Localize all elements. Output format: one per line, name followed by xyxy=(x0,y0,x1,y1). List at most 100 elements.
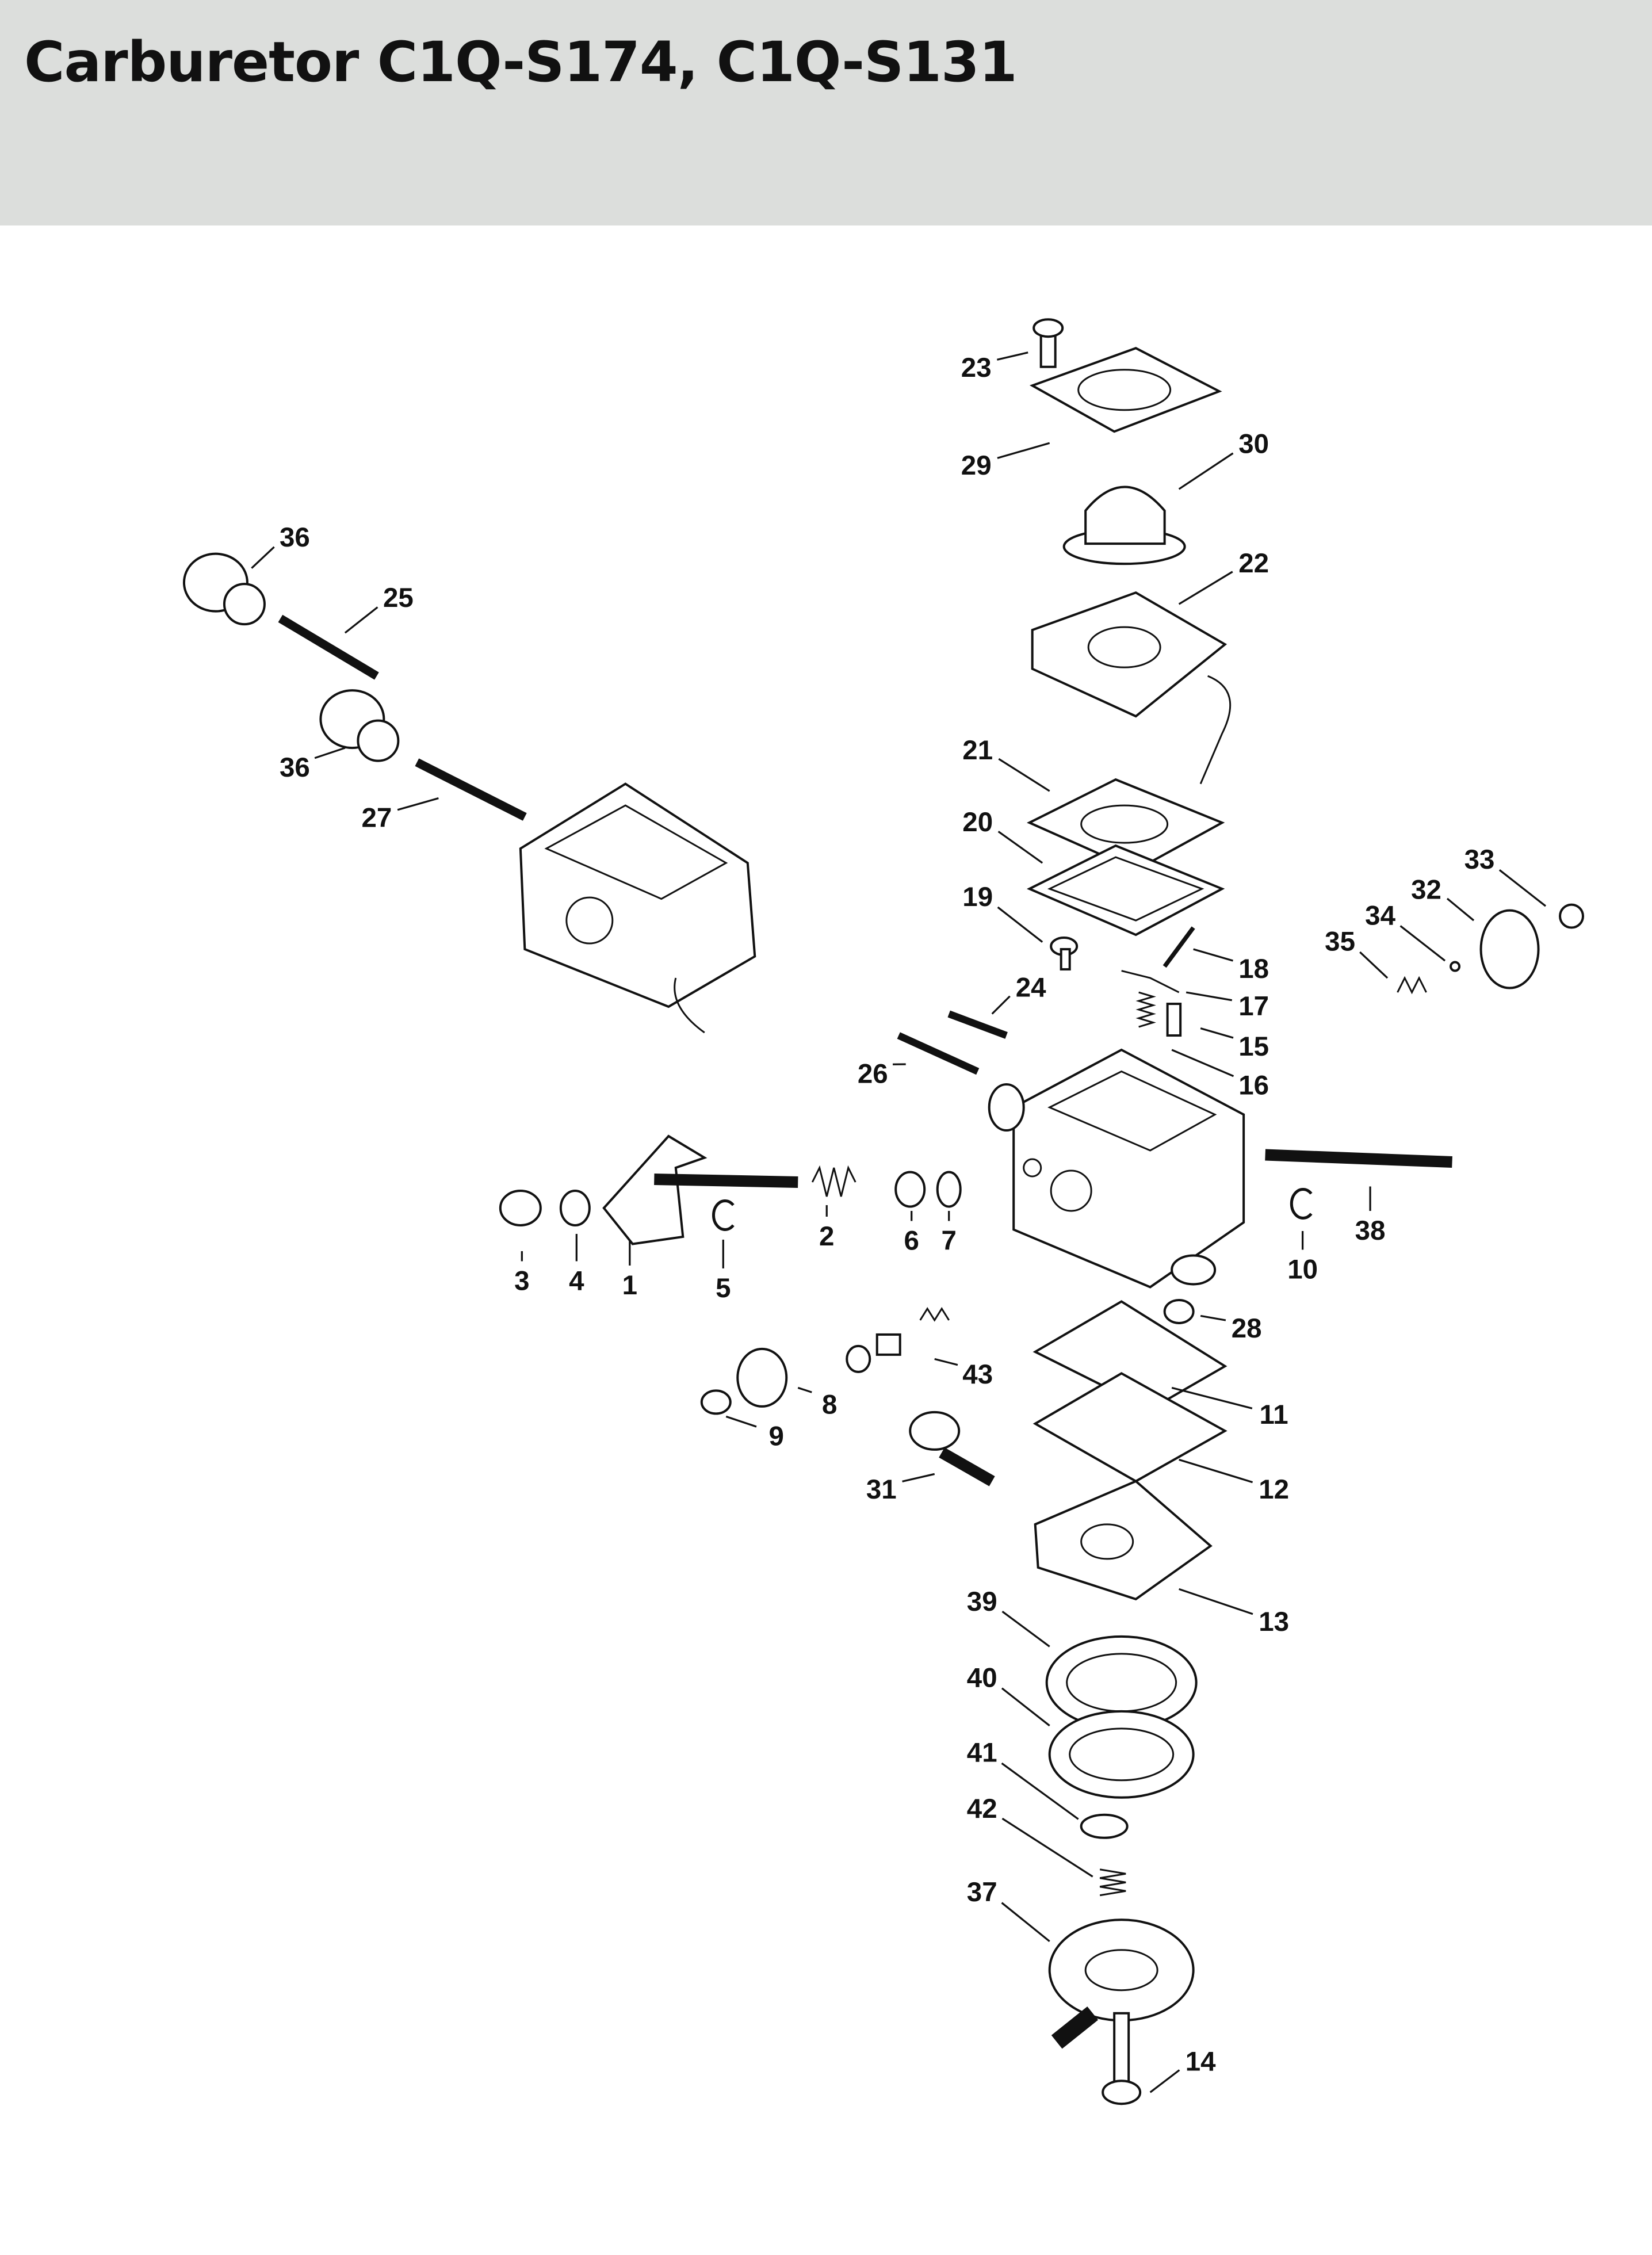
leader-line xyxy=(1446,897,1475,922)
leader-line xyxy=(1200,1027,1234,1039)
leader-line xyxy=(997,831,1043,864)
callout-18: 18 xyxy=(1193,948,1269,984)
screw-23 xyxy=(1032,318,1064,368)
cover-22 xyxy=(1031,591,1232,785)
primer-bulb-30 xyxy=(1062,486,1186,565)
callout-number: 42 xyxy=(967,1794,997,1824)
leader-line xyxy=(314,747,346,759)
leader-line xyxy=(797,1386,812,1393)
leader-line xyxy=(1001,1817,1093,1878)
gasket-12 xyxy=(1032,1372,1227,1483)
clip-5 xyxy=(712,1199,735,1231)
carburetor-body xyxy=(988,1048,1245,1289)
callout-number: 30 xyxy=(1238,429,1269,460)
callout-5: 5 xyxy=(716,1239,731,1304)
callout-number: 1 xyxy=(622,1270,637,1301)
callout-number: 10 xyxy=(1287,1254,1318,1285)
leader-line xyxy=(1171,1049,1234,1077)
callout-number: 5 xyxy=(716,1273,731,1304)
callout-number: 24 xyxy=(1016,973,1046,1003)
callout-31: 31 xyxy=(866,1473,935,1505)
spring-42 xyxy=(1099,1868,1126,1897)
callout-20: 20 xyxy=(962,807,1043,864)
disc-32 xyxy=(1479,909,1540,989)
washer-4 xyxy=(559,1189,591,1226)
leader-line xyxy=(725,1415,757,1428)
callout-27: 27 xyxy=(361,797,439,834)
gasket-39 xyxy=(1045,1635,1198,1730)
callout-number: 27 xyxy=(361,803,392,834)
callout-30: 30 xyxy=(1178,429,1269,490)
callout-number: 6 xyxy=(904,1225,919,1256)
header-bar: Carburetor C1Q-S174, C1Q-S131 xyxy=(0,0,1652,226)
leader-line xyxy=(1200,1314,1226,1321)
callout-8: 8 xyxy=(797,1386,837,1420)
screw-14 xyxy=(1102,2012,1142,2105)
callout-24: 24 xyxy=(991,973,1046,1015)
callout-number: 14 xyxy=(1186,2047,1216,2077)
callout-3: 3 xyxy=(514,1251,530,1296)
callout-number: 8 xyxy=(822,1389,837,1420)
screw-33 xyxy=(1559,903,1585,929)
callout-42: 42 xyxy=(967,1794,1093,1878)
callout-number: 36 xyxy=(280,522,310,553)
leader-line xyxy=(998,758,1050,792)
spring-16 xyxy=(1135,991,1156,1028)
leader-line xyxy=(251,546,275,569)
callout-number: 7 xyxy=(942,1225,957,1256)
callout-number: 33 xyxy=(1464,844,1495,875)
callout-number: 3 xyxy=(514,1266,529,1296)
cap-36b xyxy=(319,689,400,762)
leader-line xyxy=(1001,1902,1050,1943)
callout-9: 9 xyxy=(725,1415,784,1451)
callout-19: 19 xyxy=(962,882,1043,943)
callout-number: 11 xyxy=(1260,1400,1288,1430)
callout-number: 4 xyxy=(569,1266,584,1296)
leader-line xyxy=(1193,948,1233,962)
leader-line xyxy=(1178,452,1234,490)
leader-line xyxy=(996,351,1028,361)
callout-6: 6 xyxy=(904,1210,919,1256)
callout-23: 23 xyxy=(961,351,1028,383)
needle-15 xyxy=(1166,1003,1182,1037)
filter-28 xyxy=(1163,1298,1195,1324)
cap-3 xyxy=(499,1189,542,1226)
callout-34: 34 xyxy=(1365,901,1446,962)
leader-line xyxy=(1179,1458,1253,1484)
lever-17 xyxy=(1121,970,1180,993)
spring-2 xyxy=(811,1165,856,1197)
callout-25: 25 xyxy=(344,583,414,634)
callout-number: 38 xyxy=(1355,1216,1386,1246)
callout-number: 29 xyxy=(961,450,992,481)
callout-15: 15 xyxy=(1200,1027,1269,1062)
callout-13: 13 xyxy=(1179,1588,1289,1637)
lever-1 xyxy=(602,1134,798,1245)
callout-number: 13 xyxy=(1259,1607,1289,1637)
callout-33: 33 xyxy=(1464,844,1547,907)
leader-line xyxy=(397,797,439,811)
callout-21: 21 xyxy=(962,735,1050,792)
leader-line xyxy=(1179,1588,1253,1615)
callout-number: 16 xyxy=(1238,1071,1269,1101)
callout-7: 7 xyxy=(942,1210,957,1256)
callout-37: 37 xyxy=(967,1877,1050,1943)
screw-26 xyxy=(897,1032,980,1075)
spring-35 xyxy=(1397,976,1427,995)
callout-29: 29 xyxy=(961,442,1050,481)
callout-number: 18 xyxy=(1238,954,1269,984)
disc-8 xyxy=(736,1347,788,1408)
callout-number: 40 xyxy=(967,1662,997,1693)
screw-19 xyxy=(1050,937,1079,971)
callout-number: 12 xyxy=(1259,1474,1289,1505)
callout-26: 26 xyxy=(858,1059,906,1090)
callout-number: 39 xyxy=(967,1587,997,1617)
callout-35: 35 xyxy=(1325,927,1389,979)
callout-1: 1 xyxy=(622,1239,637,1301)
clip-10 xyxy=(1290,1187,1313,1220)
callout-41: 41 xyxy=(967,1737,1079,1820)
callout-40: 40 xyxy=(967,1662,1050,1727)
callout-number: 21 xyxy=(962,735,993,766)
callout-14: 14 xyxy=(1149,2047,1216,2093)
callout-number: 23 xyxy=(961,353,992,383)
callout-number: 26 xyxy=(858,1059,888,1090)
